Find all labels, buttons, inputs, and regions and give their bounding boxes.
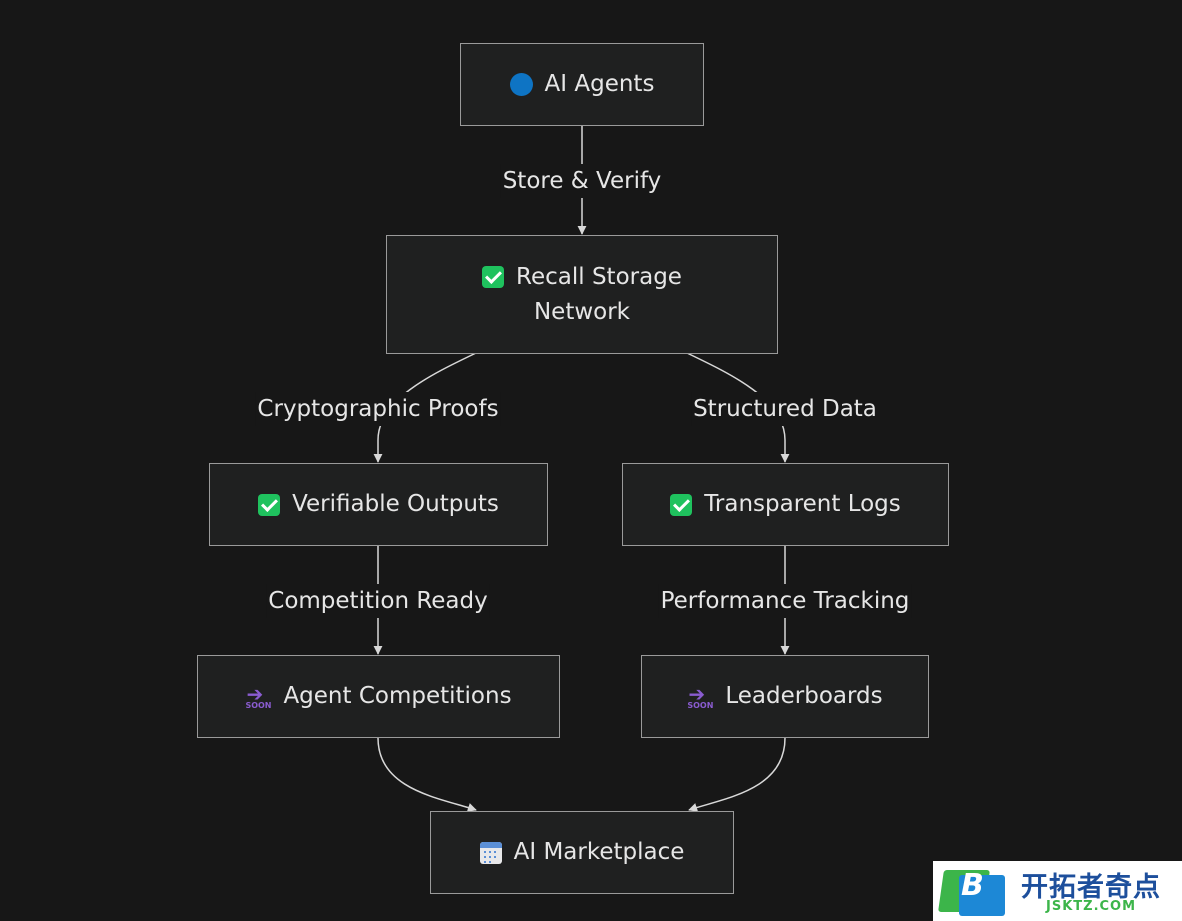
edge-label-store-verify: Store & Verify (500, 164, 664, 198)
node-transparent-logs-label: Transparent Logs (704, 491, 901, 517)
node-ai-agents-label: AI Agents (544, 71, 655, 97)
node-recall-label-line1: Recall Storage (516, 263, 682, 290)
edge-label-structured-data: Structured Data (691, 392, 879, 426)
node-verifiable-outputs: Verifiable Outputs (209, 463, 548, 546)
edge-leaderboards-marketplace (688, 737, 786, 812)
calendar-icon (479, 841, 502, 864)
watermark-domain: JSKTZ.COM (1046, 899, 1137, 914)
node-transparent-logs: Transparent Logs (622, 463, 949, 546)
watermark-logo: B (938, 866, 1005, 916)
edge-label-performance-tracking: Performance Tracking (658, 584, 912, 618)
node-recall-label-line2: Network (533, 298, 631, 325)
watermark: B 开拓者奇点 JSKTZ.COM (933, 861, 1182, 921)
node-recall-storage-network: Recall Storage Network (386, 235, 778, 354)
check-mark-icon (482, 266, 505, 288)
node-leaderboards: ➔SOON Leaderboards (641, 655, 929, 738)
edge-competitions-marketplace (377, 737, 477, 812)
edge-label-competition-ready: Competition Ready (266, 584, 490, 618)
soon-arrow-icon: ➔SOON (687, 681, 714, 710)
node-leaderboards-label: Leaderboards (725, 683, 883, 709)
node-verifiable-outputs-label: Verifiable Outputs (292, 491, 499, 517)
soon-arrow-icon: ➔SOON (245, 681, 272, 710)
node-agent-competitions: ➔SOON Agent Competitions (197, 655, 560, 738)
node-ai-marketplace: AI Marketplace (430, 811, 734, 894)
watermark-title: 开拓者奇点 (1021, 872, 1161, 903)
blue-circle-icon (509, 73, 533, 96)
node-agent-competitions-label: Agent Competitions (283, 683, 512, 709)
check-mark-icon (258, 493, 281, 516)
node-ai-agents: AI Agents (460, 43, 704, 126)
check-mark-icon (670, 493, 693, 516)
edge-label-cryptographic-proofs: Cryptographic Proofs (255, 392, 501, 426)
node-ai-marketplace-label: AI Marketplace (513, 839, 685, 865)
